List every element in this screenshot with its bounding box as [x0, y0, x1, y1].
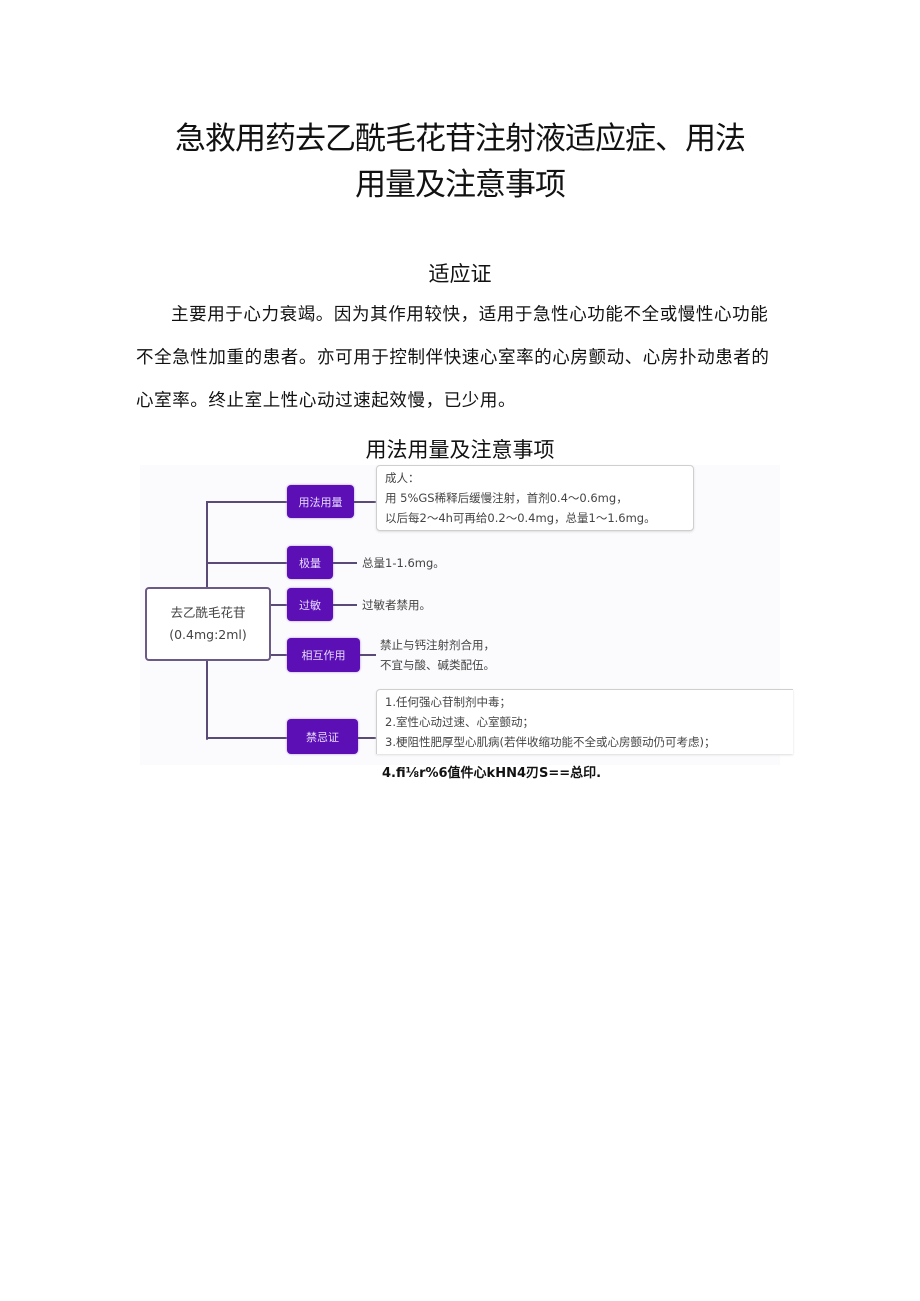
leaf-usage-line-3: 以后每2～4h可再给0.2～0.4mg，总量1～1.6mg。 [385, 511, 656, 525]
root-node: 去乙酰毛花苷 (0.4mg:2ml) [145, 587, 271, 661]
indications-heading: 适应证 [428, 262, 492, 286]
usage-heading: 用法用量及注意事项 [365, 438, 555, 462]
leaf-maxdose: 总量1-1.6mg。 [362, 556, 445, 570]
leaf-contra-line-1: 1.任何强心苷制剂中毒； [385, 695, 511, 709]
connector-contra [206, 737, 287, 739]
branch-node-usage: 用法用量 [287, 485, 354, 518]
branch-node-interaction: 相互作用 [287, 638, 360, 672]
leaf-usage: 成人： 用 5%GS稀释后缓慢注射，首剂0.4～0.6mg， 以后每2～4h可再… [376, 465, 694, 531]
indications-paragraph: 主要用于心力衰竭。因为其作用较快，适用于急性心功能不全或慢性心功能不全急性加重的… [136, 305, 770, 411]
leaf-connector-usage [354, 501, 376, 503]
title-line-1: 急救用药去乙酰毛花苷注射液适应症、用法 [175, 121, 746, 157]
connector-allergy [267, 604, 287, 606]
branch-node-maxdose: 极量 [287, 546, 333, 579]
leaf-connector-contra [358, 737, 376, 739]
leaf-connector-maxdose [333, 562, 357, 564]
contraindication-overflow-line: 4.fi⅛r%6值件心kHN4刃S==总印. [382, 766, 602, 781]
leaf-contra-line-2: 2.室性心动过速、心室颤动； [385, 715, 534, 729]
leaf-interaction-line-1: 禁止与钙注射剂合用， [380, 638, 495, 652]
leaf-usage-line-2: 用 5%GS稀释后缓慢注射，首剂0.4～0.6mg， [385, 491, 628, 505]
leaf-contraindication: 1.任何强心苷制剂中毒； 2.室性心动过速、心室颤动； 3.梗阻性肥厚型心肌病(… [376, 689, 793, 754]
title-line-2: 用量及注意事项 [355, 167, 566, 203]
leaf-contra-line-3: 3.梗阻性肥厚型心肌病(若伴收缩功能不全或心房颤动仍可考虑)； [385, 735, 716, 749]
connector-usage [206, 501, 287, 503]
leaf-allergy: 过敏者禁用。 [362, 598, 431, 612]
mindmap-diagram: 去乙酰毛花苷 (0.4mg:2ml) 用法用量 极量 过敏 相互作用 禁忌证 成… [140, 465, 793, 765]
connector-maxdose [206, 562, 287, 564]
leaf-connector-allergy [333, 604, 357, 606]
root-node-spec: (0.4mg:2ml) [169, 627, 247, 642]
leaf-connector-interaction [360, 654, 376, 656]
leaf-usage-line-1: 成人： [385, 471, 420, 485]
leaf-interaction-line-2: 不宜与酸、碱类配伍。 [380, 658, 495, 672]
branch-node-contraindication: 禁忌证 [287, 719, 358, 754]
branch-node-allergy: 过敏 [287, 588, 333, 621]
leaf-interaction: 禁止与钙注射剂合用， 不宜与酸、碱类配伍。 [380, 635, 495, 675]
root-node-name: 去乙酰毛花苷 [170, 605, 246, 620]
